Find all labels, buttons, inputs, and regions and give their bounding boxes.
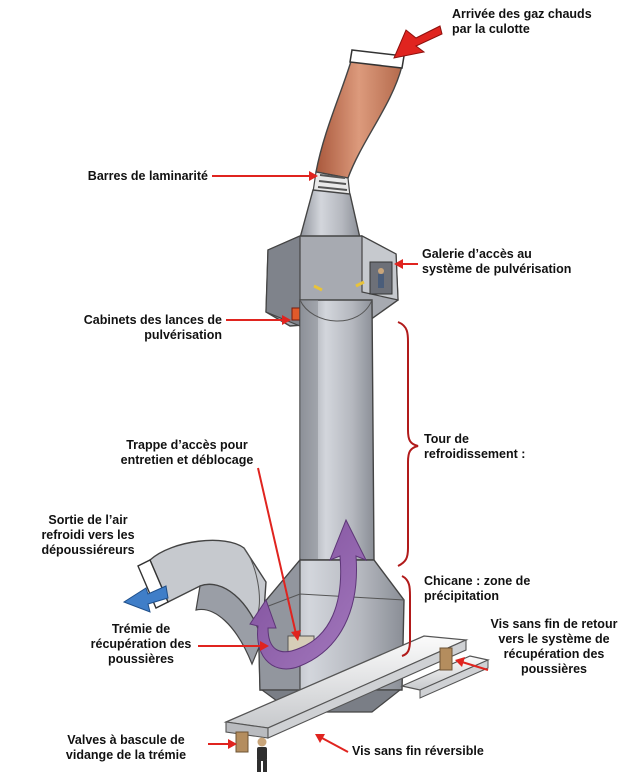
label-cooled-air-outlet: Sortie de l’air refroidi vers les dépous… — [18, 513, 158, 558]
label-reversible-screw: Vis sans fin réversible — [352, 744, 484, 759]
label-return-screw: Vis sans fin de retour vers le système d… — [478, 617, 630, 677]
inlet-duct — [313, 50, 404, 196]
cooling-tower-brace — [398, 322, 418, 566]
label-cooling-tower: Tour de refroidissement : — [424, 432, 525, 462]
inlet-arrow-icon — [394, 26, 442, 58]
label-lance-cabinets: Cabinets des lances de pulvérisation — [40, 313, 222, 343]
label-dust-hopper: Trémie de récupération des poussières — [82, 622, 200, 667]
label-access-gallery: Galerie d’accès au système de pulvérisat… — [422, 247, 571, 277]
operator-figure-icon — [257, 738, 267, 773]
upper-cone — [300, 190, 360, 238]
outlet-arrow-icon — [124, 586, 168, 612]
label-baffle: Chicane : zone de précipitation — [424, 574, 530, 604]
label-laminarity-bars: Barres de laminarité — [56, 169, 208, 184]
label-tipping-valves: Valves à bascule de vidange de la trémie — [46, 733, 206, 763]
label-access-hatch: Trappe d’accès pour entretien et débloca… — [96, 438, 278, 468]
operator-head-icon — [378, 268, 384, 274]
label-hot-gas-inlet: Arrivée des gaz chauds par la culotte — [452, 7, 592, 37]
